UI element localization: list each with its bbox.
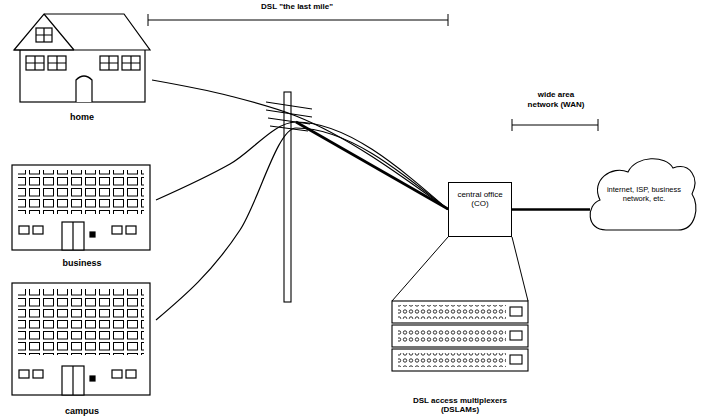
campus-building-drawing-part [19, 370, 29, 378]
house-drawing-part [122, 56, 140, 70]
building-node: home [12, 10, 152, 122]
business-building-drawing-part [12, 165, 150, 250]
wan-link [512, 208, 590, 211]
dslam-racks-part [392, 325, 528, 347]
business-building-drawing-part [62, 222, 84, 250]
business-building-drawing-part [33, 226, 43, 234]
house-drawing-part [76, 76, 92, 102]
house-drawing-part [20, 48, 145, 102]
business-building-drawing-part [19, 226, 29, 234]
campus-building-drawing-part [33, 370, 43, 378]
dslam-racks-part [398, 329, 506, 343]
dslam-racks-part [398, 353, 506, 367]
house-drawing-part [26, 56, 44, 70]
house-drawing-part [36, 28, 52, 42]
dsl-wire [156, 128, 448, 320]
house-drawing-part [100, 56, 118, 70]
wan-bracket [512, 119, 598, 131]
node-label: home [70, 112, 94, 122]
business-building-drawing [12, 165, 150, 250]
node-label: central office (CO) [452, 190, 508, 208]
business-building-drawing-part [112, 226, 122, 234]
trunk-line [296, 122, 448, 209]
office-box: central office (CO) [448, 182, 512, 237]
campus-building-drawing-part [18, 289, 144, 355]
business-building-drawing-part [18, 170, 144, 214]
dslam-racks-part [510, 355, 522, 364]
dimension-label: DSL "the last mile" [197, 2, 397, 12]
business-building-drawing-part [126, 226, 136, 234]
node-label: business [62, 258, 101, 268]
node-label: internet, ISP, business network, etc. [599, 186, 689, 203]
house-drawing-part [26, 56, 44, 70]
house-drawing-part [100, 56, 118, 70]
dsl-wire [152, 80, 448, 210]
dslam-racks-part [510, 331, 522, 340]
house-drawing-part [48, 56, 66, 70]
last-mile-bracket [148, 14, 448, 26]
house-drawing-part [48, 56, 66, 70]
cloud-node: internet, ISP, business network, etc. [590, 154, 698, 236]
business-building-drawing-part [90, 232, 95, 237]
node-label: DSL access multiplexers (DSLAMs) [400, 396, 520, 414]
equipment-node: DSL access multiplexers (DSLAMs) [380, 298, 540, 414]
dslam-racks [392, 301, 528, 371]
house-drawing [14, 14, 150, 102]
business-building-drawing-part [72, 222, 73, 250]
building-node: business [8, 162, 156, 268]
cloud-shape [590, 159, 696, 230]
campus-building-drawing-part [112, 370, 122, 378]
dslam-racks-part [392, 349, 528, 371]
dslam-racks-part [392, 301, 528, 323]
house-drawing-part [36, 28, 52, 42]
dslam-racks-part [510, 307, 522, 316]
house-drawing-part [122, 56, 140, 70]
dslam-racks-part [398, 305, 506, 319]
campus-building-drawing-part [72, 366, 73, 395]
house-drawing-part [14, 14, 74, 50]
node-label: campus [65, 406, 99, 416]
building-node: campus [8, 280, 156, 416]
network-label: wide area network (WAN) [525, 90, 587, 109]
zoom-lines [392, 237, 528, 301]
campus-building-drawing [12, 283, 150, 395]
campus-building-drawing-part [62, 366, 84, 395]
campus-building-drawing-part [126, 370, 136, 378]
campus-building-drawing-part [90, 376, 95, 381]
campus-building-drawing-part [12, 283, 150, 395]
house-drawing-part [14, 14, 150, 50]
dsl-wire [156, 122, 448, 210]
